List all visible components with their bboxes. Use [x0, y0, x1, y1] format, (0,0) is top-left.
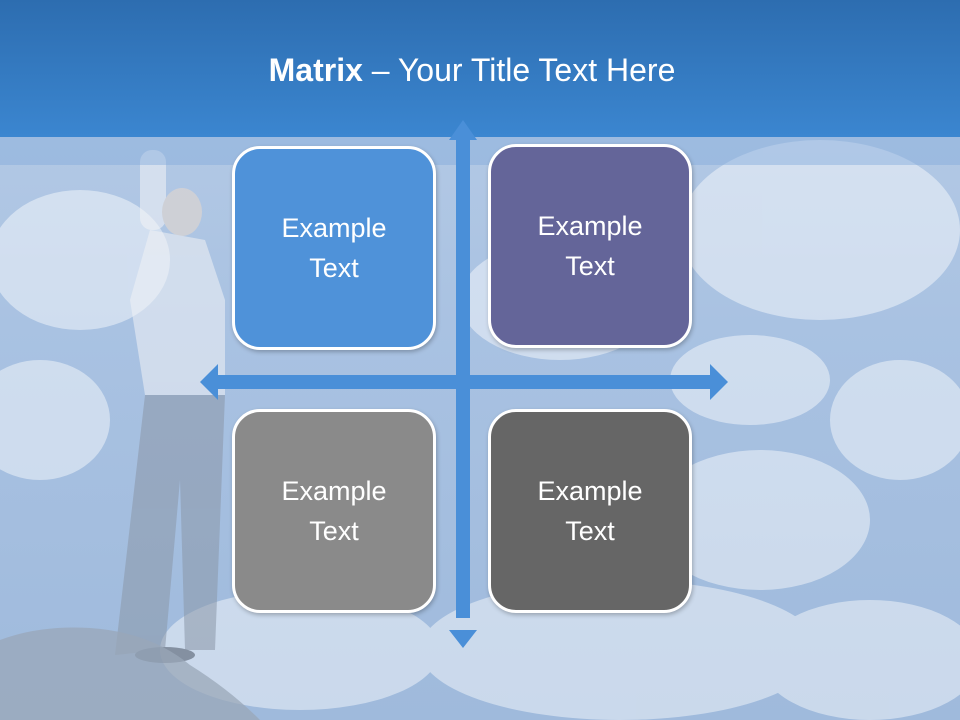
arrow-left-icon [200, 364, 218, 400]
arrow-right-icon [710, 364, 728, 400]
title-bold-text: Matrix [268, 52, 363, 88]
matrix-box-label: Example Text [281, 476, 387, 546]
title-rest-text: – Your Title Text Here [362, 52, 676, 88]
slide-title: Matrix – Your Title Text Here [0, 48, 944, 92]
matrix-box-bottom-left: Example Text [232, 409, 436, 613]
title-bar [0, 0, 960, 137]
title-band [0, 137, 960, 165]
rock-shape [0, 627, 260, 720]
matrix-box-top-right: Example Text [488, 144, 692, 348]
matrix-box-bottom-right: Example Text [488, 409, 692, 613]
matrix-box-top-left: Example Text [232, 146, 436, 350]
arrow-down-icon [449, 630, 477, 648]
arrow-up-icon [449, 120, 477, 140]
horizontal-axis-line [216, 375, 712, 389]
matrix-box-label: Example Text [537, 211, 643, 281]
matrix-box-label: Example Text [281, 213, 387, 283]
matrix-box-label: Example Text [537, 476, 643, 546]
